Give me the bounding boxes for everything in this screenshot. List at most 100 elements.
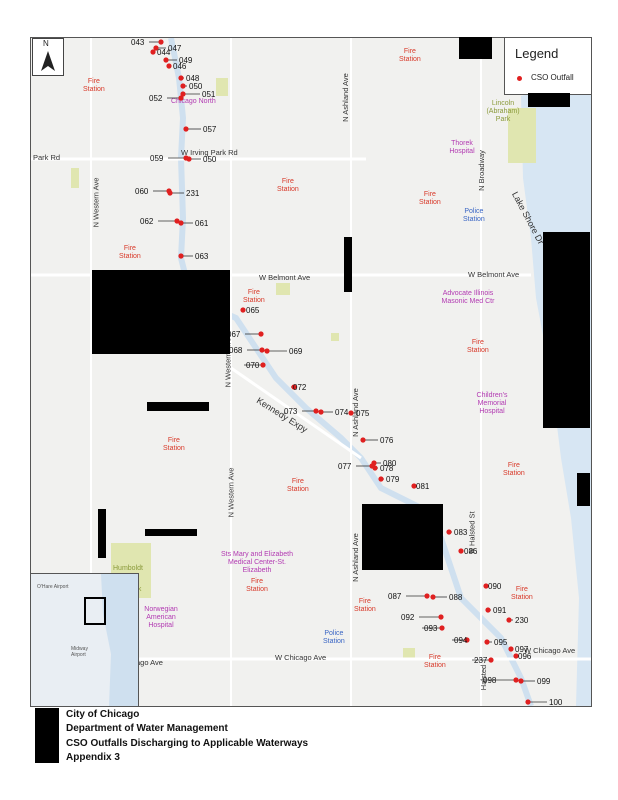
footer-line-1: City of Chicago [66,709,140,720]
redaction [344,237,352,292]
legend-item-label: CSO Outfall [531,73,574,82]
cso-outfall-marker[interactable] [178,220,184,226]
thorek-hospital-label: Thorek Hospital [449,140,475,155]
cso-outfall-marker[interactable] [153,45,159,51]
outfall-number-label: 046 [173,62,187,71]
footer-line-3: CSO Outfalls Discharging to Applicable W… [66,738,309,749]
outfall-number-label: 072 [293,383,307,392]
cso-outfall-marker[interactable] [513,653,519,659]
cso-outfall-marker[interactable] [439,625,445,631]
redaction [459,37,492,59]
cso-outfall-marker[interactable] [430,594,436,600]
outfall-number-label: 090 [488,582,502,591]
outfall-number-label: 059 [150,154,164,163]
outfall-number-label: 237 [474,656,488,665]
cso-outfall-marker[interactable] [178,253,184,259]
cso-outfall-marker[interactable] [260,362,266,368]
cso-outfall-marker[interactable] [378,476,384,482]
cso-outfall-marker[interactable] [506,617,512,623]
cso-outfall-marker[interactable] [180,83,186,89]
redaction [577,473,590,506]
cso-outfall-marker[interactable] [174,218,180,224]
outfall-number-label: 097 [515,645,529,654]
outfall-number-label: 086 [464,547,478,556]
cso-outfall-marker[interactable] [464,637,470,643]
outfall-number-label: 057 [203,125,217,134]
cso-outfall-marker[interactable] [446,529,452,535]
outfall-number-label: 088 [449,593,463,602]
cso-outfall-marker[interactable] [483,583,489,589]
redaction [362,504,443,570]
cso-outfall-marker[interactable] [424,593,430,599]
st-mary-hospital-label: Sts Mary and Elizabeth Medical Center-St… [221,551,293,574]
cso-outfall-marker[interactable] [458,548,464,554]
outfall-number-label: 081 [416,482,430,491]
cso-outfall-marker[interactable] [372,465,378,471]
footer-line-2: Department of Water Management [66,723,228,734]
cso-outfall-marker[interactable] [488,657,494,663]
cso-outfall-marker[interactable] [485,607,491,613]
inset-map-base [31,574,138,706]
outfall-number-label: 079 [386,475,400,484]
outfall-number-label: 062 [140,217,154,226]
cso-outfall-marker[interactable] [348,410,354,416]
cso-outfall-marker[interactable] [150,49,156,55]
north-arrow: N [32,38,64,76]
cso-outfall-marker[interactable] [318,409,324,415]
outfall-number-label: 083 [454,528,468,537]
cso-outfall-marker[interactable] [411,483,417,489]
cso-outfall-marker[interactable] [258,331,264,337]
inset-extent-box [84,597,106,625]
outfall-number-label: 065 [246,306,260,315]
street-label: W Chicago Ave [524,646,576,655]
cso-outfall-marker[interactable] [166,63,172,69]
outfall-layer [149,39,547,705]
cso-outfall-marker[interactable] [183,126,189,132]
cso-outfall-marker[interactable] [186,156,192,162]
cso-outfall-marker[interactable] [513,677,519,683]
cso-outfall-marker[interactable] [178,95,184,101]
cso-outfall-marker[interactable] [360,437,366,443]
cso-outfall-marker[interactable] [508,646,514,652]
cso-outfall-marker[interactable] [180,91,186,97]
outfall-number-label: 094 [454,636,468,645]
outfall-number-label: 068 [229,346,243,355]
outfall-number-label: 073 [284,407,298,416]
cso-outfall-marker[interactable] [518,678,524,684]
cso-outfall-marker[interactable] [259,347,265,353]
outfall-number-label: 098 [483,676,497,685]
street-label: W Chicago Ave [275,653,327,662]
cso-outfall-marker[interactable] [264,348,270,354]
footer-line-4: Appendix 3 [66,752,120,763]
cso-outfall-marker[interactable] [163,57,169,63]
cso-outfall-marker[interactable] [178,75,184,81]
cso-outfall-marker[interactable] [291,384,297,390]
cso-outfall-marker[interactable] [438,614,444,620]
cso-outfall-marker[interactable] [158,39,164,45]
outfall-number-label: 078 [380,464,394,473]
ohare-label: O'Hare Airport [37,584,69,590]
outfall-number-label: 051 [202,90,216,99]
cso-outfall-marker[interactable] [525,699,531,705]
cso-outfall-marker[interactable] [313,408,319,414]
cso-outfall-marker[interactable] [240,307,246,313]
cso-outfall-marker[interactable] [484,639,490,645]
street-label: Chicago Ave [121,658,163,667]
outfall-number-label: 091 [493,606,507,615]
cso-outfall-marker[interactable] [167,190,173,196]
street-label: Park Rd [33,153,61,162]
outfall-number-label: 043 [131,38,145,47]
outfall-number-label: 231 [186,189,200,198]
